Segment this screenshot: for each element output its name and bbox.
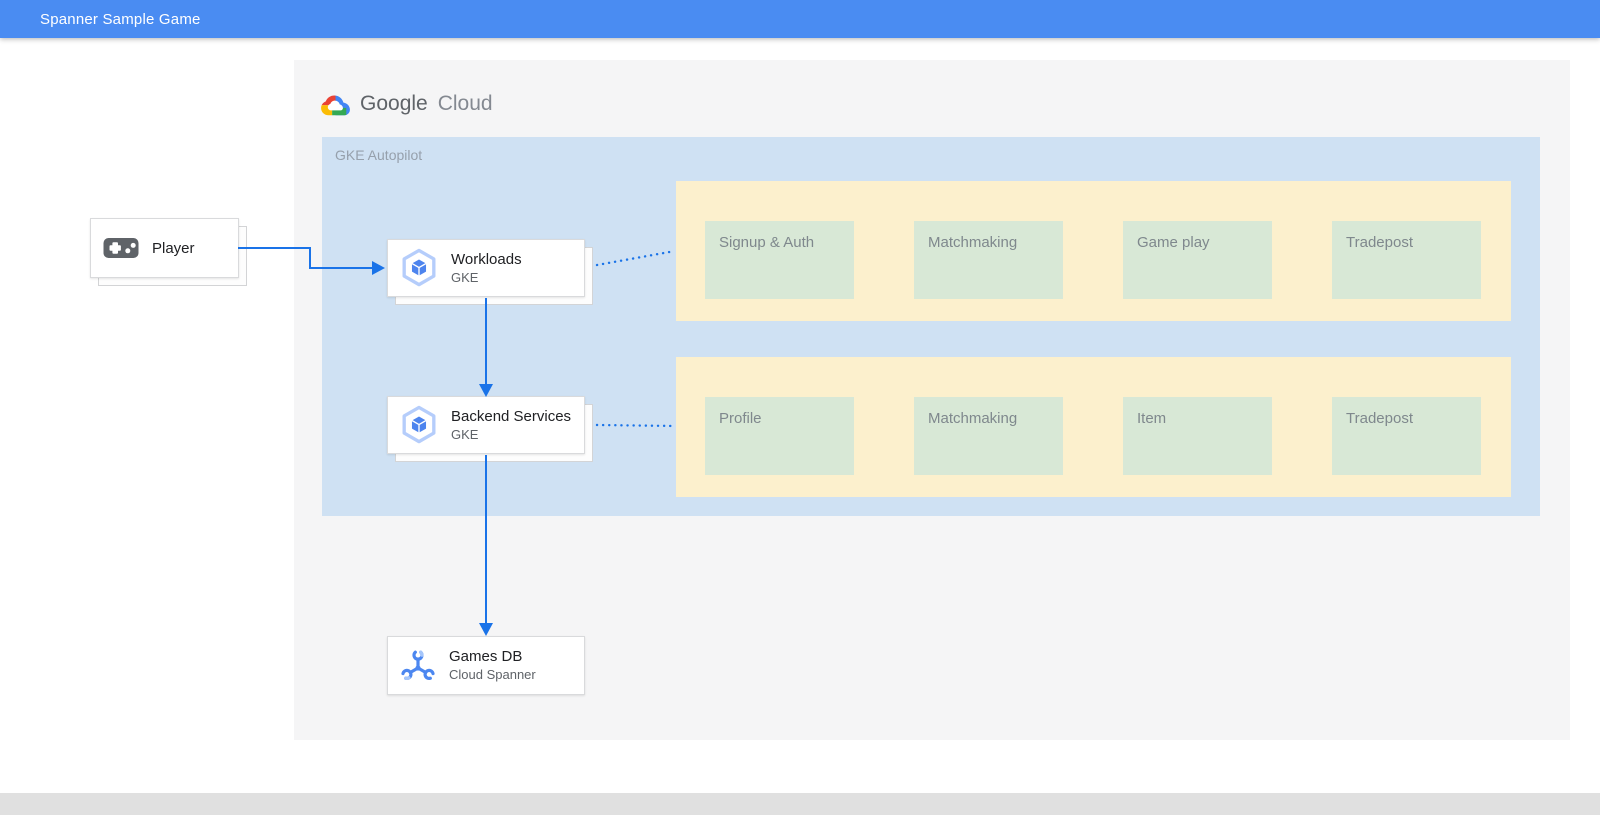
node-games-db: Games DB Cloud Spanner [387, 636, 585, 695]
service-box: Tradepost [1332, 397, 1481, 475]
workloads-card: Workloads GKE [387, 239, 585, 297]
node-label: Player [152, 239, 195, 257]
service-box-label: Profile [719, 410, 762, 427]
node-text: Workloads GKE [451, 251, 522, 286]
gke-autopilot-label: GKE Autopilot [335, 147, 423, 163]
gke-icon [400, 247, 438, 289]
service-box-label: Signup & Auth [719, 234, 815, 251]
node-text: Backend Services GKE [451, 408, 571, 443]
node-player: Player [90, 218, 247, 286]
service-box-label: Matchmaking [928, 234, 1018, 251]
logo-text-google: Google [360, 92, 428, 115]
service-box-label: Item [1137, 410, 1167, 427]
gke-icon [400, 404, 438, 446]
service-box: Profile [705, 397, 854, 475]
service-box: Matchmaking [914, 221, 1063, 299]
service-box: Matchmaking [914, 397, 1063, 475]
player-card: Player [90, 218, 239, 278]
node-subtitle: GKE [451, 426, 479, 442]
gke-autopilot-container: GKE Autopilot Signup & Auth Matchmaking … [322, 137, 1540, 516]
service-box: Item [1123, 397, 1272, 475]
node-title: Backend Services [451, 407, 572, 425]
service-box: Signup & Auth [705, 221, 854, 299]
gamepad-icon [103, 237, 139, 259]
node-backend-services: Backend Services GKE [387, 396, 593, 462]
google-cloud-icon [320, 93, 351, 116]
service-box-label: Matchmaking [928, 410, 1018, 427]
service-row-workloads: Signup & Auth Matchmaking Game play Trad… [676, 181, 1511, 321]
node-title: Games DB [449, 648, 523, 665]
node-subtitle: GKE [451, 269, 479, 285]
node-title: Workloads [451, 250, 522, 268]
cloud-spanner-icon [400, 648, 436, 684]
google-cloud-logo: Google Cloud [320, 92, 493, 116]
backend-services-card: Backend Services GKE [387, 396, 585, 454]
node-subtitle: Cloud Spanner [449, 667, 536, 682]
header-bar: Spanner Sample Game [0, 0, 1600, 38]
service-box-label: Game play [1137, 234, 1210, 251]
node-workloads: Workloads GKE [387, 239, 593, 305]
diagram-canvas: Google Cloud GKE Autopilot Signup & Auth… [294, 60, 1570, 740]
service-box-label: Tradepost [1346, 410, 1413, 427]
service-row-backend: Profile Matchmaking Item Tradepost [676, 357, 1511, 497]
service-box: Tradepost [1332, 221, 1481, 299]
node-text: Games DB Cloud Spanner [449, 648, 536, 683]
service-box-label: Tradepost [1346, 234, 1413, 251]
games-db-card: Games DB Cloud Spanner [387, 636, 585, 695]
footer-bar [0, 793, 1600, 815]
logo-text-cloud: Cloud [437, 92, 493, 115]
page-title: Spanner Sample Game [40, 10, 201, 28]
service-box: Game play [1123, 221, 1272, 299]
